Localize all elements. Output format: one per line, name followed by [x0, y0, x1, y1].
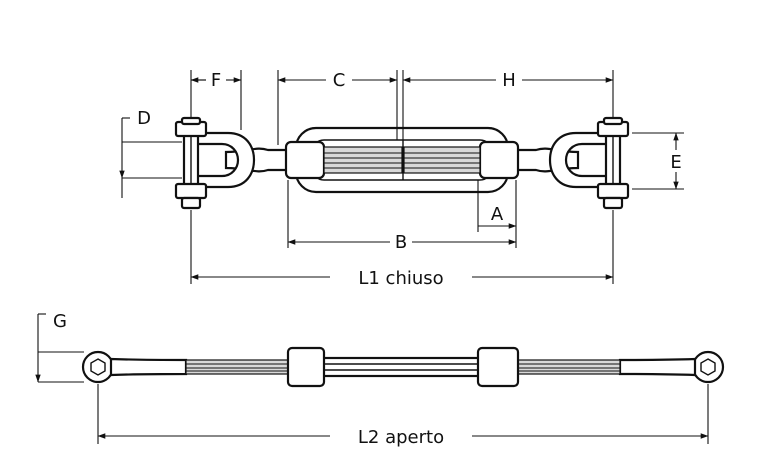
dimension-G: G	[35, 311, 67, 383]
open-turnbuckle-view: G L2 aperto	[35, 311, 725, 448]
dimension-A: A	[478, 204, 517, 229]
label-E: E	[670, 152, 681, 173]
label-B: B	[395, 232, 407, 253]
dimension-L1: L1 chiuso	[190, 268, 614, 289]
label-C: C	[333, 70, 346, 91]
label-H: H	[502, 70, 516, 91]
open-thread-lines	[186, 363, 620, 372]
dimension-F: F	[190, 70, 242, 91]
dimension-B: B	[287, 232, 517, 253]
left-eye-fitting	[81, 350, 188, 384]
label-L1: L1 chiuso	[358, 268, 443, 289]
label-G: G	[53, 311, 67, 332]
label-D: D	[137, 108, 151, 129]
label-A: A	[491, 204, 504, 225]
turnbuckle-body	[284, 126, 520, 194]
label-L2: L2 aperto	[358, 427, 444, 448]
label-F: F	[211, 70, 221, 91]
dimension-C: C	[277, 70, 398, 91]
dimension-H: H	[402, 70, 614, 91]
dimension-L2: L2 aperto	[97, 427, 709, 448]
dimension-D: D	[119, 108, 151, 198]
thread-lines-left	[324, 152, 402, 169]
right-eye-fitting	[618, 350, 725, 384]
right-jaw-fitting	[514, 116, 630, 210]
closed-turnbuckle-view: F C H D E A	[119, 70, 684, 289]
dimension-E: E	[670, 132, 682, 190]
thread-lines-right	[404, 152, 480, 169]
left-jaw-fitting	[174, 116, 290, 210]
